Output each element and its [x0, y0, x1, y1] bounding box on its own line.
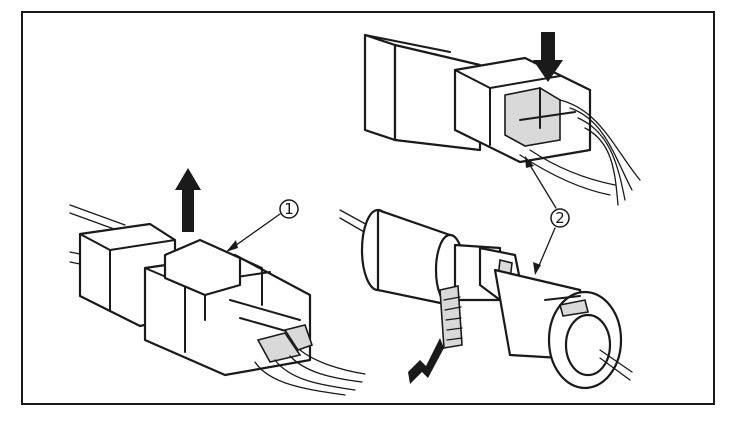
panel-box: [363, 33, 397, 142]
left-connector: [69, 168, 366, 396]
bottom-right-connector: [339, 208, 633, 390]
callout-2-label: 2: [555, 209, 565, 227]
callout-2: 2: [525, 156, 570, 275]
left-connector-wire: [69, 204, 126, 226]
top-right-connector: [363, 32, 641, 206]
grip-ribs: [439, 285, 463, 349]
left-latch: [163, 238, 242, 297]
press-side-arrow-icon: [408, 338, 444, 384]
release-up-arrow-icon: [175, 168, 201, 232]
press-down-arrow-icon: [533, 32, 563, 82]
callout-1-label: 1: [284, 200, 294, 218]
figure-border: [21, 11, 715, 405]
callout-1: 1: [226, 199, 299, 252]
